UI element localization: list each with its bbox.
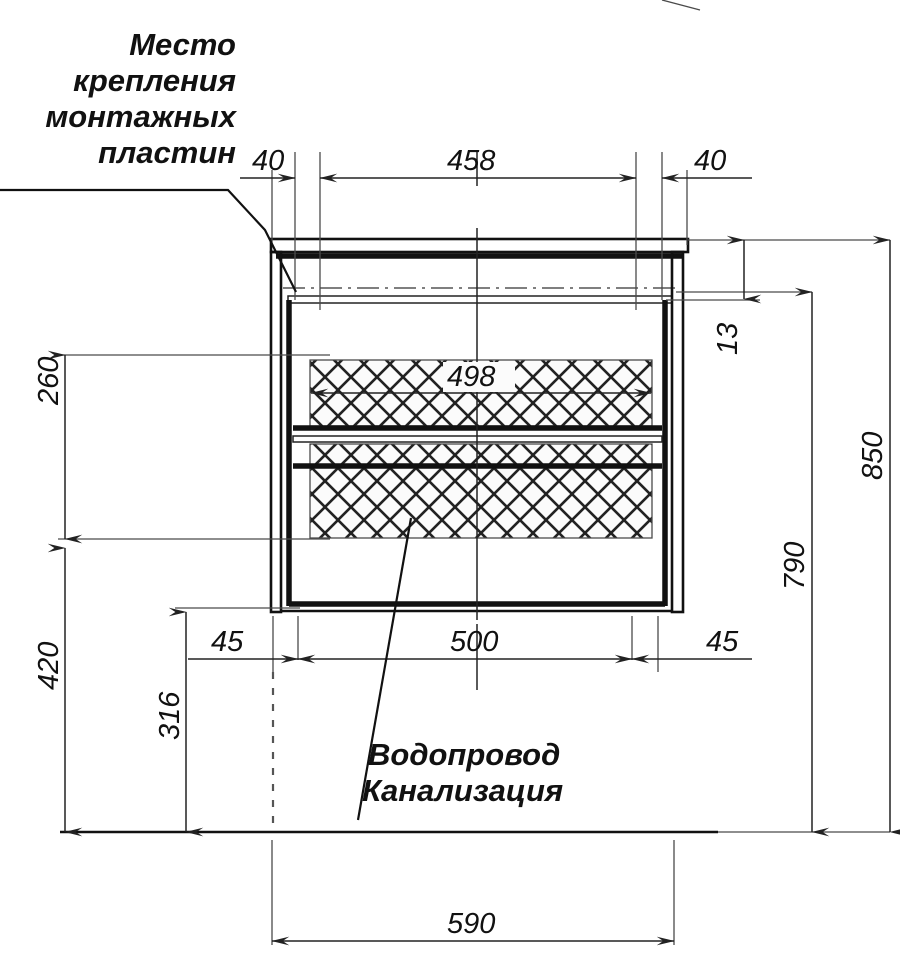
top-edge-fragment xyxy=(661,0,701,11)
dimension-right-850: 850 xyxy=(857,235,900,837)
dimlabel-420: 420 xyxy=(33,642,65,690)
dimlabel-top-right-40: 40 xyxy=(694,145,726,177)
mounting-rail xyxy=(287,295,673,304)
dimlabel-top-left-40: 40 xyxy=(252,145,284,177)
dimension-left-316: 316 xyxy=(154,607,204,837)
dimension-top-chain: 40 458 40 xyxy=(240,145,752,183)
dimension-right-790: 790 xyxy=(779,287,830,837)
note-plumbing-line-2: Канализация xyxy=(362,773,563,808)
dimension-overall-590: 590 xyxy=(271,908,675,946)
dimlabel-590: 590 xyxy=(447,908,495,940)
dimension-left-260: 260 xyxy=(33,350,83,544)
note-mounting-line-2: крепления xyxy=(73,63,236,98)
leader-mounting-plates xyxy=(0,188,297,293)
dimension-inner-width-498: 498 xyxy=(310,361,652,398)
dimlabel-bottom-left-45: 45 xyxy=(211,626,244,658)
dimlabel-top-center-458: 458 xyxy=(447,145,495,177)
drawer-lower-outline xyxy=(309,443,653,539)
note-mounting-line-3: монтажных xyxy=(45,99,237,134)
dimlabel-498-backdrop xyxy=(443,362,515,392)
note-plumbing: Водопровод Канализация xyxy=(356,517,563,821)
dimension-bottom-chain: 45 500 45 xyxy=(188,626,752,664)
note-mounting-line-4: пластин xyxy=(98,135,236,170)
dimension-right-13: 13 xyxy=(712,235,762,355)
dimlabel-bottom-center-500: 500 xyxy=(450,626,498,658)
note-mounting-line-1: Место xyxy=(129,27,236,62)
drawer-lower-hatch xyxy=(310,444,652,538)
note-mounting-plates: Место крепления монтажных пластин xyxy=(0,27,297,293)
left-side-panel xyxy=(269,250,283,614)
dimension-left-420: 420 xyxy=(33,543,83,837)
dimlabel-316: 316 xyxy=(154,691,186,740)
dimlabel-498: 498 xyxy=(447,361,495,393)
cabinet-body xyxy=(269,152,690,690)
dimlabel-13: 13 xyxy=(712,323,744,355)
countertop-slab xyxy=(269,237,690,254)
dimlabel-260: 260 xyxy=(33,357,65,406)
dimlabel-850: 850 xyxy=(857,432,889,480)
right-side-panel xyxy=(670,250,685,614)
leader-plumbing xyxy=(356,517,413,821)
dimlabel-790: 790 xyxy=(779,542,811,590)
extension-lines xyxy=(58,152,890,945)
dimlabel-bottom-right-45: 45 xyxy=(706,626,739,658)
note-plumbing-line-1: Водопровод xyxy=(368,737,560,772)
